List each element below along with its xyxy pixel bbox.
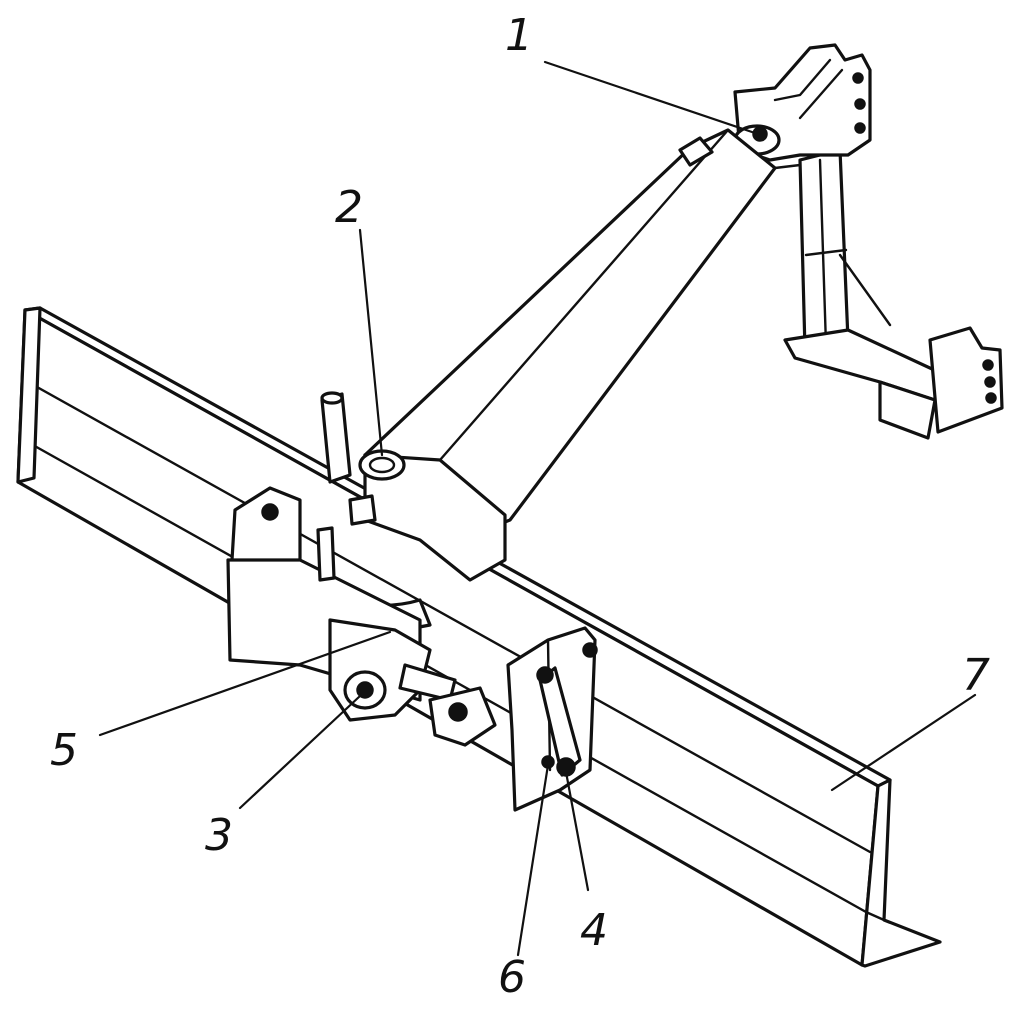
leader-2 bbox=[358, 228, 384, 457]
hitch-frame bbox=[733, 43, 1004, 440]
leader-6 bbox=[516, 763, 550, 957]
callout-5: 5 bbox=[50, 725, 78, 776]
leader-4 bbox=[564, 770, 590, 892]
callout-7: 7 bbox=[962, 650, 990, 701]
leader-3 bbox=[238, 694, 362, 810]
leader-1 bbox=[543, 60, 754, 134]
callout-1: 1 bbox=[505, 10, 533, 61]
callouts: 1 2 3 4 5 6 7 bbox=[50, 10, 990, 1003]
callout-2: 2 bbox=[335, 182, 363, 233]
tilt-bracket bbox=[506, 626, 598, 812]
callout-4: 4 bbox=[580, 905, 608, 956]
leader-7 bbox=[830, 693, 977, 792]
callout-6: 6 bbox=[498, 952, 526, 1003]
leader-lines bbox=[98, 60, 977, 957]
callout-3: 3 bbox=[205, 810, 233, 861]
leader-5 bbox=[98, 630, 392, 737]
